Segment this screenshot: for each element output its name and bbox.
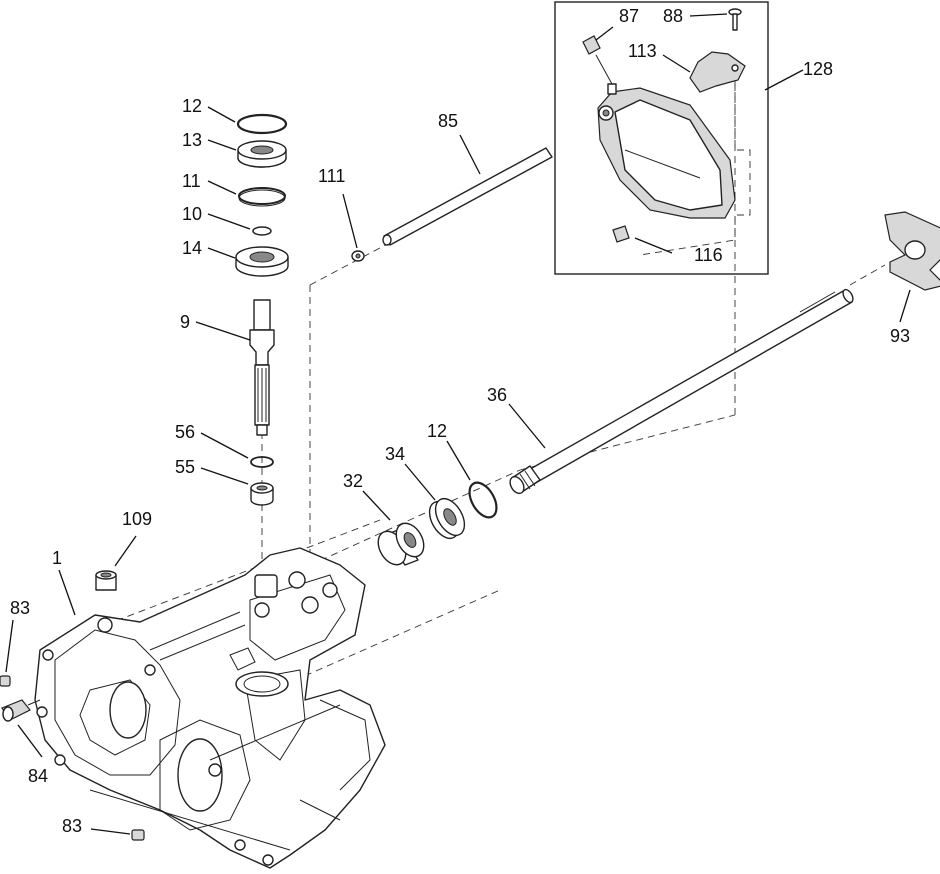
- ring-10: [252, 226, 272, 236]
- ring-56: [250, 456, 274, 468]
- shaft-9: [249, 299, 275, 436]
- label-12-axle: 12: [427, 421, 447, 441]
- block-116: [612, 225, 630, 243]
- label-93: 93: [890, 326, 910, 346]
- label-88: 88: [663, 6, 683, 26]
- label-12-top: 12: [182, 96, 202, 116]
- pin-83-left: [0, 675, 11, 687]
- label-14: 14: [182, 238, 202, 258]
- label-13: 13: [182, 130, 202, 150]
- bracket-93: [884, 211, 940, 291]
- label-9: 9: [180, 312, 190, 332]
- pin-83-bottom: [131, 829, 145, 841]
- cover-plate-assembly: [597, 87, 736, 219]
- bearing-13: [237, 140, 287, 168]
- snap-ring-12-axle: [468, 481, 498, 519]
- label-56: 56: [175, 422, 195, 442]
- label-111: 111: [318, 166, 345, 186]
- label-128: 128: [803, 59, 833, 79]
- label-1: 1: [52, 548, 62, 568]
- inset-box-128: [554, 1, 769, 275]
- screw-88: [728, 8, 742, 31]
- label-84: 84: [28, 766, 48, 786]
- axle-36: [509, 288, 854, 495]
- label-85: 85: [438, 111, 458, 131]
- label-87: 87: [619, 6, 639, 26]
- transaxle-housing: [34, 547, 386, 869]
- label-11: 11: [182, 171, 201, 191]
- bushing-55: [250, 482, 274, 506]
- label-113: 113: [628, 41, 657, 61]
- label-10: 10: [182, 204, 202, 224]
- label-32: 32: [343, 471, 363, 491]
- bearing-14: [235, 246, 289, 277]
- label-109: 109: [122, 509, 152, 529]
- snap-ring-12-top: [236, 113, 288, 135]
- rod-85: [382, 147, 553, 246]
- label-34: 34: [385, 444, 405, 464]
- washer-111: [351, 250, 365, 262]
- plug-109: [95, 570, 117, 591]
- label-83-left: 83: [10, 598, 30, 618]
- pin-87: [582, 35, 617, 95]
- bearing-34: [428, 497, 466, 540]
- part-labels: 12 13 11 10 14 9 56 55 111 85 36 12 34 3…: [10, 6, 910, 836]
- label-55: 55: [175, 457, 195, 477]
- bearing-32: [377, 522, 425, 566]
- leader-lines: [5, 13, 911, 835]
- label-116: 116: [694, 245, 723, 265]
- label-83-bottom: 83: [62, 816, 82, 836]
- washer-11: [238, 187, 286, 207]
- label-36: 36: [487, 385, 507, 405]
- lever-113: [689, 51, 746, 93]
- fitting-84: [1, 699, 41, 722]
